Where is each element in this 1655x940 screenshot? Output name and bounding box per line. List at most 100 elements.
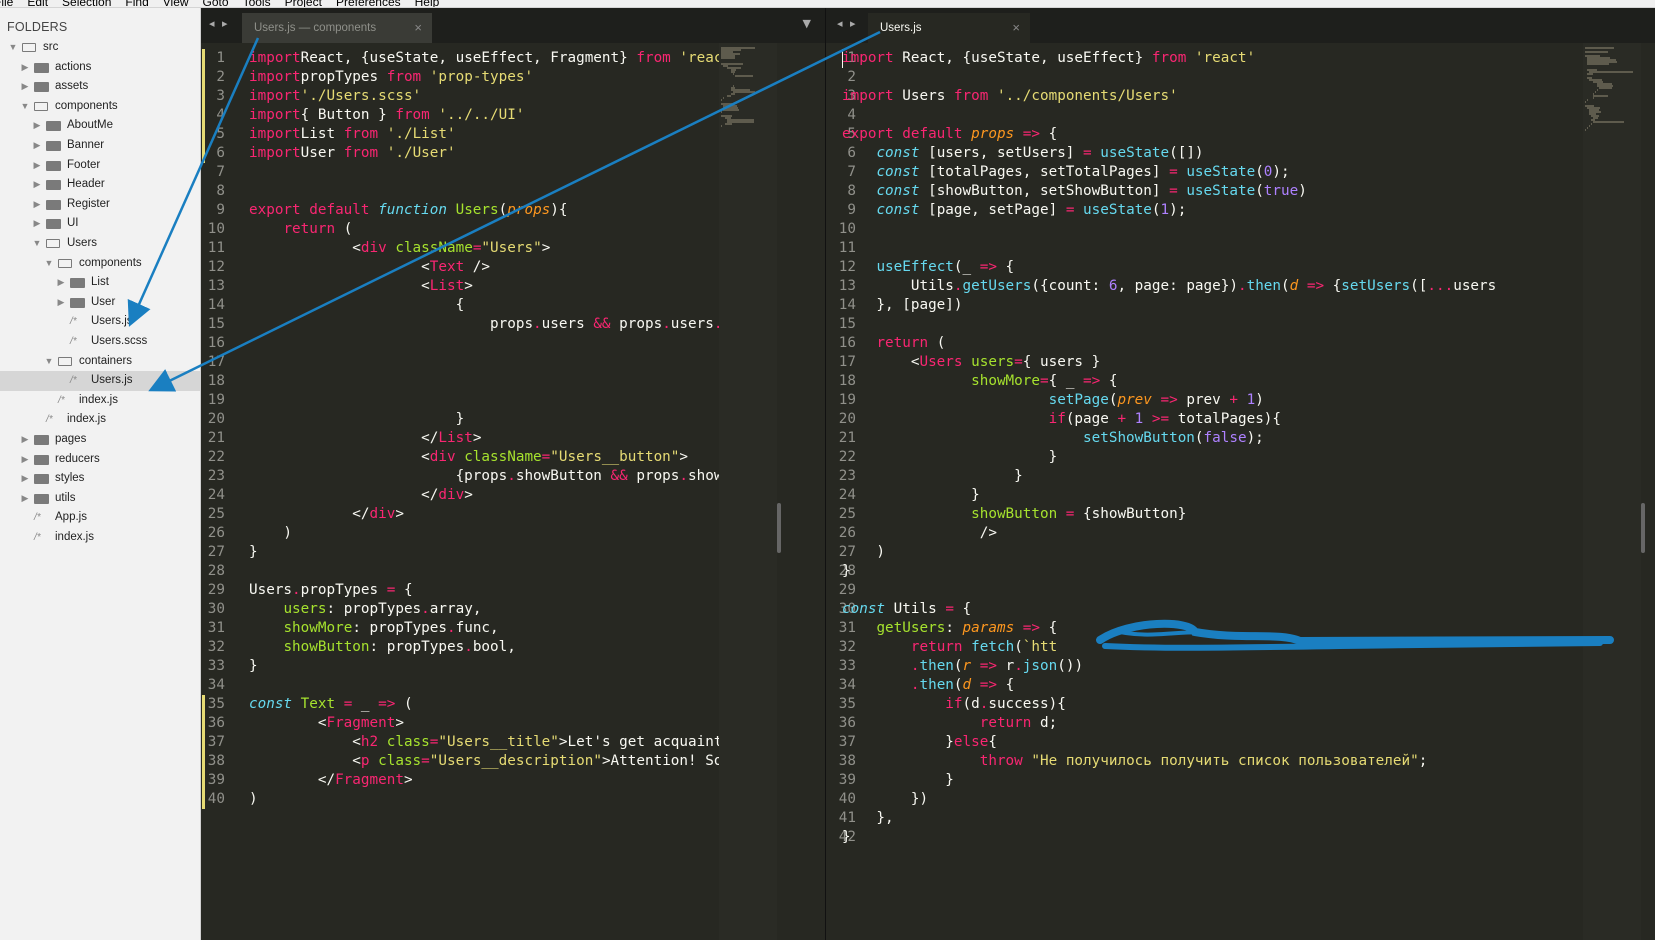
disclosure-triangle-icon[interactable]: ▶ [21,81,29,92]
menu-item[interactable]: View [162,0,189,8]
code-line[interactable]: }, [page]) [842,296,1497,315]
code-line[interactable]: {props.showButton && props.showButton [249,467,719,486]
code-line[interactable]: const Text = _ => ( [249,695,719,714]
tree-file[interactable]: /*Users.scss [0,332,200,352]
code-line[interactable]: ) [842,543,1497,562]
code-line[interactable] [842,315,1497,334]
code-line[interactable]: <Users users={ users } [842,353,1497,372]
code-line[interactable]: import'./Users.scss' [249,87,719,106]
code-line[interactable]: .then(d => { [842,676,1497,695]
code-line[interactable]: importpropTypes from 'prop-types' [249,68,719,87]
code-line[interactable]: getUsers: params => { [842,619,1497,638]
code-line[interactable]: importUser from './User' [249,144,719,163]
tree-folder[interactable]: ▶Footer [0,156,200,176]
code-line[interactable] [842,106,1497,125]
menu-item[interactable]: Find [125,0,149,8]
disclosure-triangle-icon[interactable]: ▶ [21,453,29,464]
tree-folder[interactable]: ▶actions [0,58,200,78]
tree-folder[interactable]: ▶User [0,293,200,313]
code-line[interactable]: ) [249,524,719,543]
code-line[interactable] [842,239,1497,258]
code-line[interactable]: } [842,828,1497,847]
disclosure-triangle-icon[interactable]: ▶ [21,61,29,72]
chevron-down-icon[interactable]: ▼ [802,17,811,30]
code-line[interactable]: return ( [249,220,719,239]
tree-folder[interactable]: ▶pages [0,430,200,450]
disclosure-triangle-icon[interactable]: ▶ [33,140,41,150]
code-line[interactable]: props.users && props.users.map [249,315,719,334]
tree-folder[interactable]: ▶UI [0,214,200,234]
disclosure-triangle-icon[interactable]: ▶ [33,120,41,131]
disclosure-triangle-icon[interactable]: ▶ [57,296,65,307]
tree-folder[interactable]: ▶Register [0,195,200,215]
code-line[interactable] [249,334,719,353]
disclosure-triangle-icon[interactable]: ▶ [33,198,41,209]
disclosure-triangle-icon[interactable]: ▼ [20,100,30,111]
code-line[interactable]: }else{ [842,733,1497,752]
tree-file[interactable]: /*Users.js [0,371,200,391]
code-line[interactable]: const [totalPages, setTotalPages] = useS… [842,163,1497,182]
tree-file[interactable]: /*index.js [0,391,200,411]
code-line[interactable]: } [842,448,1497,467]
code-line[interactable]: const [page, setPage] = useState(1); [842,201,1497,220]
close-icon[interactable]: × [414,20,422,35]
tree-folder[interactable]: ▶Banner [0,136,200,156]
menu-item[interactable]: Tools [242,0,271,8]
code-line[interactable] [842,220,1497,239]
code-line[interactable]: return ( [842,334,1497,353]
code-line[interactable]: Utils.getUsers({count: 6, page: page}).t… [842,277,1497,296]
code-line[interactable]: }) [842,790,1497,809]
menu-item[interactable]: Project [284,0,322,8]
tree-folder[interactable]: ▶reducers [0,450,200,470]
code-line[interactable]: users: propTypes.array, [249,600,719,619]
code-line[interactable]: <Fragment> [249,714,719,733]
code-line[interactable]: setShowButton(false); [842,429,1497,448]
code-line[interactable]: } [249,657,719,676]
code-line[interactable]: <div className="Users"> [249,239,719,258]
menu-item[interactable]: Edit [27,0,49,8]
tree-folder[interactable]: ▼src [0,38,200,58]
minimap[interactable] [719,43,777,940]
pane-divider[interactable] [825,8,826,940]
tree-file[interactable]: /*App.js [0,508,200,528]
code-line[interactable]: return fetch(`htt [842,638,1497,657]
code-line[interactable]: } [249,543,719,562]
disclosure-triangle-icon[interactable]: ▼ [8,42,18,52]
disclosure-triangle-icon[interactable]: ▶ [21,434,29,444]
tree-folder[interactable]: ▼components [0,97,200,117]
tree-folder[interactable]: ▶Header [0,175,200,195]
disclosure-triangle-icon[interactable]: ▶ [33,159,41,170]
code-line[interactable]: Users.propTypes = { [249,581,719,600]
code-line[interactable] [249,562,719,581]
code-line[interactable]: setPage(prev => prev + 1) [842,391,1497,410]
code-line[interactable]: { [249,296,719,315]
code-line[interactable]: showMore={ _ => { [842,372,1497,391]
chevron-left-right-icon[interactable]: ◂ ▸ [837,17,858,30]
code-line[interactable]: <List> [249,277,719,296]
menu-item[interactable]: Preferences [335,0,401,8]
chevron-left-right-icon[interactable]: ◂ ▸ [209,17,230,30]
tab-users-containers[interactable]: Users.js × [868,13,1030,43]
menu-item[interactable]: File [0,0,14,8]
disclosure-triangle-icon[interactable]: ▶ [21,473,29,484]
code-line[interactable] [249,182,719,201]
code-line[interactable]: <p class="Users__description">Attention!… [249,752,719,771]
code-line[interactable] [842,581,1497,600]
disclosure-triangle-icon[interactable]: ▼ [44,355,54,366]
tree-file[interactable]: /*index.js [0,410,200,430]
disclosure-triangle-icon[interactable]: ▶ [33,179,41,190]
code-line[interactable] [249,353,719,372]
code-line[interactable]: throw "Не получилось получить список пол… [842,752,1497,771]
code-line[interactable]: import Users from '../components/Users' [842,87,1497,106]
disclosure-triangle-icon[interactable]: ▼ [32,238,42,248]
code-line[interactable]: } [842,771,1497,790]
code-line[interactable]: </div> [249,505,719,524]
code-line[interactable]: <h2 class="Users__title">Let's get acqua… [249,733,719,752]
tree-folder[interactable]: ▼containers [0,352,200,372]
tree-folder[interactable]: ▶List [0,273,200,293]
disclosure-triangle-icon[interactable]: ▶ [33,218,41,229]
tree-file[interactable]: /*Users.js [0,312,200,332]
code-line[interactable] [249,676,719,695]
